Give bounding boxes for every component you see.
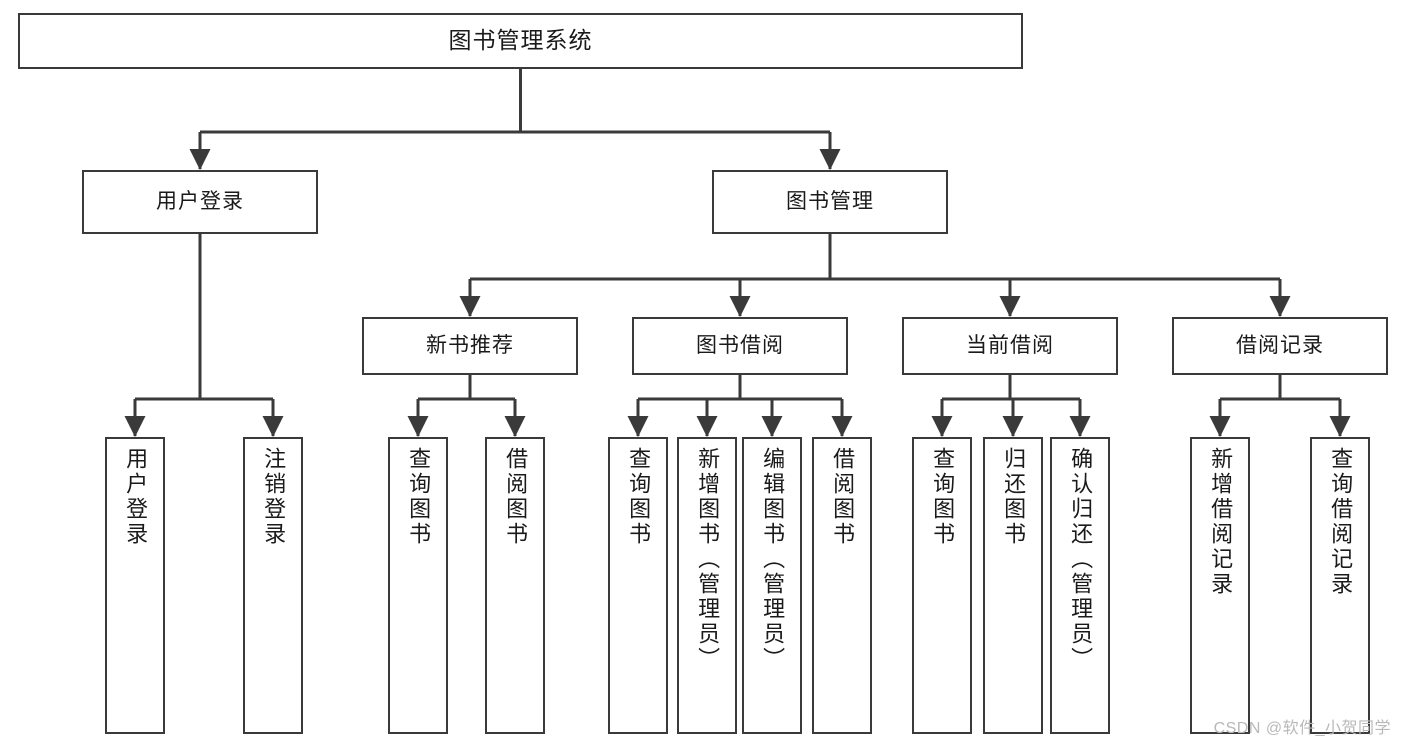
node-new-book-recommend[interactable]: 新书推荐 (362, 317, 578, 375)
node-book-manage[interactable]: 图书管理 (712, 170, 948, 234)
node-label: 图书借阅 (696, 333, 784, 357)
node-book-borrow[interactable]: 图书借阅 (632, 317, 848, 375)
node-label: 当前借阅 (966, 333, 1054, 357)
leaf-add-book[interactable]: 新增图书（管理员） (677, 437, 737, 734)
node-label: 注销登录 (261, 447, 287, 547)
node-label: 借阅图书 (830, 447, 856, 547)
node-label: 编辑图书（管理员） (760, 447, 786, 672)
leaf-borrow-book-2[interactable]: 借阅图书 (812, 437, 872, 734)
node-label: 用户登录 (156, 189, 244, 213)
leaf-query-book-1[interactable]: 查询图书 (388, 437, 448, 734)
leaf-logout[interactable]: 注销登录 (243, 437, 303, 734)
leaf-add-borrow-record[interactable]: 新增借阅记录 (1190, 437, 1250, 734)
leaf-borrow-book-1[interactable]: 借阅图书 (485, 437, 545, 734)
node-label: 图书管理 (786, 189, 874, 213)
node-label: 查询图书 (930, 447, 956, 547)
leaf-query-book-2[interactable]: 查询图书 (608, 437, 668, 734)
node-borrow-record[interactable]: 借阅记录 (1172, 317, 1388, 375)
leaf-query-book-3[interactable]: 查询图书 (912, 437, 972, 734)
node-user-login[interactable]: 用户登录 (82, 170, 318, 234)
node-label: 新增借阅记录 (1208, 447, 1234, 597)
node-label: 图书管理系统 (448, 27, 593, 54)
node-label: 借阅记录 (1236, 333, 1324, 357)
node-label: 查询借阅记录 (1328, 447, 1354, 597)
node-label: 借阅图书 (503, 447, 529, 547)
watermark: CSDN @软件_小贺同学 (1213, 720, 1391, 737)
node-label: 归还图书 (1001, 447, 1027, 547)
node-label: 确认归还（管理员） (1068, 447, 1094, 672)
node-label: 查询图书 (626, 447, 652, 547)
node-label: 用户登录 (123, 447, 149, 547)
node-label: 查询图书 (406, 447, 432, 547)
leaf-edit-book[interactable]: 编辑图书（管理员） (742, 437, 802, 734)
leaf-user-login[interactable]: 用户登录 (105, 437, 165, 734)
leaf-return-book[interactable]: 归还图书 (983, 437, 1043, 734)
leaf-query-borrow-record[interactable]: 查询借阅记录 (1310, 437, 1370, 734)
node-label: 新书推荐 (426, 333, 514, 357)
leaf-confirm-return[interactable]: 确认归还（管理员） (1050, 437, 1110, 734)
node-label: 新增图书（管理员） (695, 447, 721, 672)
node-root[interactable]: 图书管理系统 (18, 13, 1023, 69)
node-current-borrow[interactable]: 当前借阅 (902, 317, 1118, 375)
